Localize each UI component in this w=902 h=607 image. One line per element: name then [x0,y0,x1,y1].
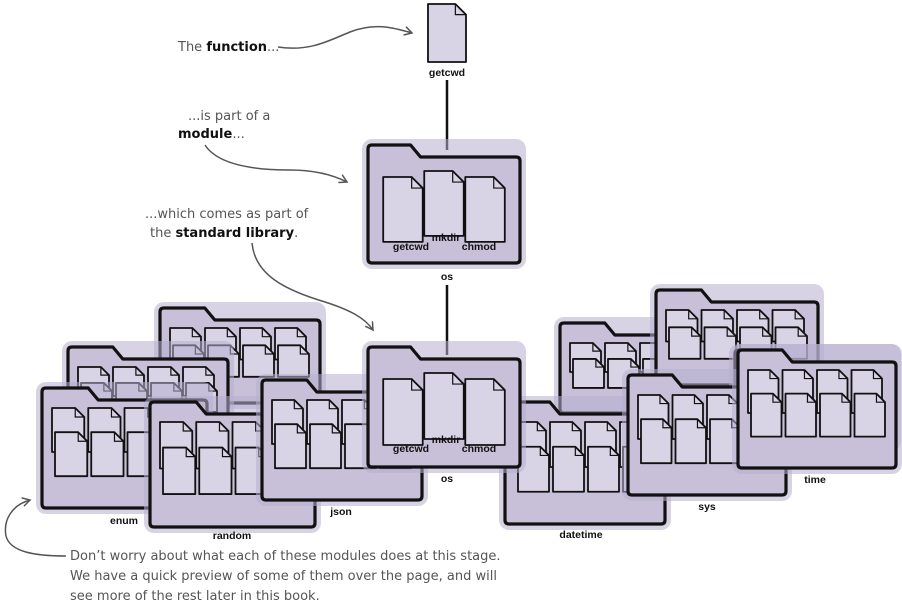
file-icon [587,445,620,493]
annotation-note-line2: We have a quick preview of some of them … [70,569,497,584]
document-icon [427,3,467,63]
file-icon [668,326,702,360]
module-label-time: time [804,474,826,486]
file-icon [423,170,465,237]
file-icon [784,392,817,438]
annotation-library-line1: ...which comes as part of [145,207,309,222]
function-label: getcwd [429,67,465,79]
library-os-file-1: getcwd [393,443,429,455]
file-icon [674,418,707,465]
module-label-json: json [329,506,352,518]
module-node: getcwd mkdir chmod os [362,139,526,283]
module-label-random: random [213,530,252,542]
file-icon [242,344,275,378]
module-label-sys: sys [698,501,716,513]
annotation-module-arrow [204,144,349,184]
annotation-library: ...which comes as part of the standard l… [145,207,374,332]
library-os-label: os [441,473,453,485]
file-icon [640,418,673,465]
annotation-module: ...is part of a module... [178,109,349,184]
file-icon [819,392,852,438]
file-icon [382,176,424,243]
annotation-function-bold: function [206,40,267,55]
folder-icon [362,139,526,269]
annotation-library-arrow [251,242,374,332]
file-icon [90,431,125,478]
file-icon [274,423,307,470]
file-icon [277,344,310,378]
file-icon [464,378,506,446]
annotation-function: The function... [177,25,414,55]
module-label: os [441,271,453,283]
file-icon [382,378,424,446]
module-label-datetime: datetime [559,529,602,541]
document-icon [427,3,467,63]
file-icon [198,446,233,495]
annotation-note-arrow [4,497,67,557]
library-module-time [732,344,902,474]
file-icon [423,372,465,440]
annotation-module-line1: ...is part of a [188,109,270,124]
file-icon [309,423,342,470]
annotation-library-bold: standard library [175,226,294,241]
file-icon [572,358,605,389]
annotation-note: Don’t worry about what each of these mod… [4,497,501,604]
library-module-os [362,341,526,473]
file-icon [750,392,783,438]
module-file-label-2: mkdir [432,232,461,244]
annotation-note-line3: see more of the rest later in this book. [70,589,320,604]
module-file-label-3: chmod [462,241,496,253]
annotation-note-line1: Don’t worry about what each of these mod… [70,549,501,564]
svg-text:the standard library.: the standard library. [150,226,298,241]
function-node: getcwd [427,3,467,79]
file-icon [54,431,89,478]
file-icon [552,445,585,493]
module-label-enum: enum [110,515,138,527]
annotation-function-arrow [277,25,414,49]
library-os-file-3: chmod [462,443,496,455]
annotation-module-bold: module [178,127,232,142]
module-file-label-1: getcwd [393,241,429,253]
svg-text:The function...: The function... [177,40,279,55]
file-icon [162,446,197,495]
library-os-file-2: mkdir [432,434,461,446]
svg-text:module...: module... [178,127,245,142]
file-icon [464,176,506,243]
file-icon [853,392,886,438]
